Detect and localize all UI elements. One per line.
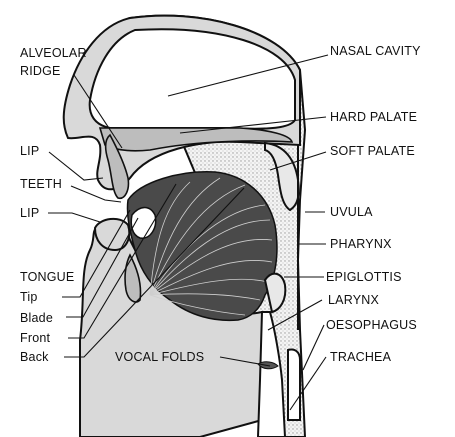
label-soft-palate: SOFT PALATE [330, 144, 415, 158]
jaw-bone [124, 253, 142, 303]
leader-alveolar-ridge [73, 74, 123, 149]
tongue-fibers [149, 177, 273, 316]
label-epiglottis: EPIGLOTTIS [326, 270, 402, 284]
label-tip: Tip [20, 290, 38, 304]
leader-front [68, 183, 177, 339]
label-blade: Blade [20, 311, 53, 325]
upper-teeth [104, 133, 130, 200]
leader-tip [62, 209, 131, 298]
leader-trachea [289, 356, 327, 411]
leader-back [64, 187, 245, 358]
label-oesophagus: OESOPHAGUS [326, 318, 417, 332]
label-nasal-cavity: NASAL CAVITY [330, 44, 421, 58]
label-vocal-folds: VOCAL FOLDS [115, 350, 204, 364]
trachea-tube [287, 348, 301, 421]
label-tongue: TONGUE [20, 270, 74, 284]
leader-vocal-folds [219, 356, 271, 367]
leader-larynx [267, 299, 323, 331]
label-uvula: UVULA [330, 205, 373, 219]
label-teeth: TEETH [20, 177, 62, 191]
label-hard-palate: HARD PALATE [330, 110, 417, 124]
leader-teeth [70, 185, 122, 203]
anatomy-drawing [62, 14, 307, 437]
leader-soft-palate [269, 151, 327, 171]
leader-nasal-cavity [167, 54, 329, 97]
hard-palate-bone [98, 127, 294, 152]
label-lip-upper: LIP [20, 144, 39, 158]
soft-palate-shape [264, 141, 300, 212]
leader-lip-lower [48, 212, 101, 223]
label-alveolar-ridge-line2: RIDGE [20, 64, 61, 78]
leader-blade [66, 217, 139, 318]
leader-hard-palate [179, 116, 327, 134]
label-pharynx: PHARYNX [330, 237, 392, 251]
label-front: Front [20, 331, 51, 345]
leader-lip-upper [48, 151, 104, 181]
label-larynx: LARYNX [328, 293, 379, 307]
label-trachea: TRACHEA [330, 350, 392, 364]
text-labels: ALVEOLAR RIDGE NASAL CAVITY HARD PALATE … [20, 44, 421, 364]
leader-lines [48, 54, 329, 411]
label-lip-lower: LIP [20, 206, 39, 220]
label-back: Back [20, 350, 49, 364]
larynx-tube [256, 311, 287, 437]
label-alveolar-ridge-line1: ALVEOLAR [20, 46, 87, 60]
epiglottis-shape [263, 272, 287, 314]
leader-oesophagus [302, 324, 325, 371]
